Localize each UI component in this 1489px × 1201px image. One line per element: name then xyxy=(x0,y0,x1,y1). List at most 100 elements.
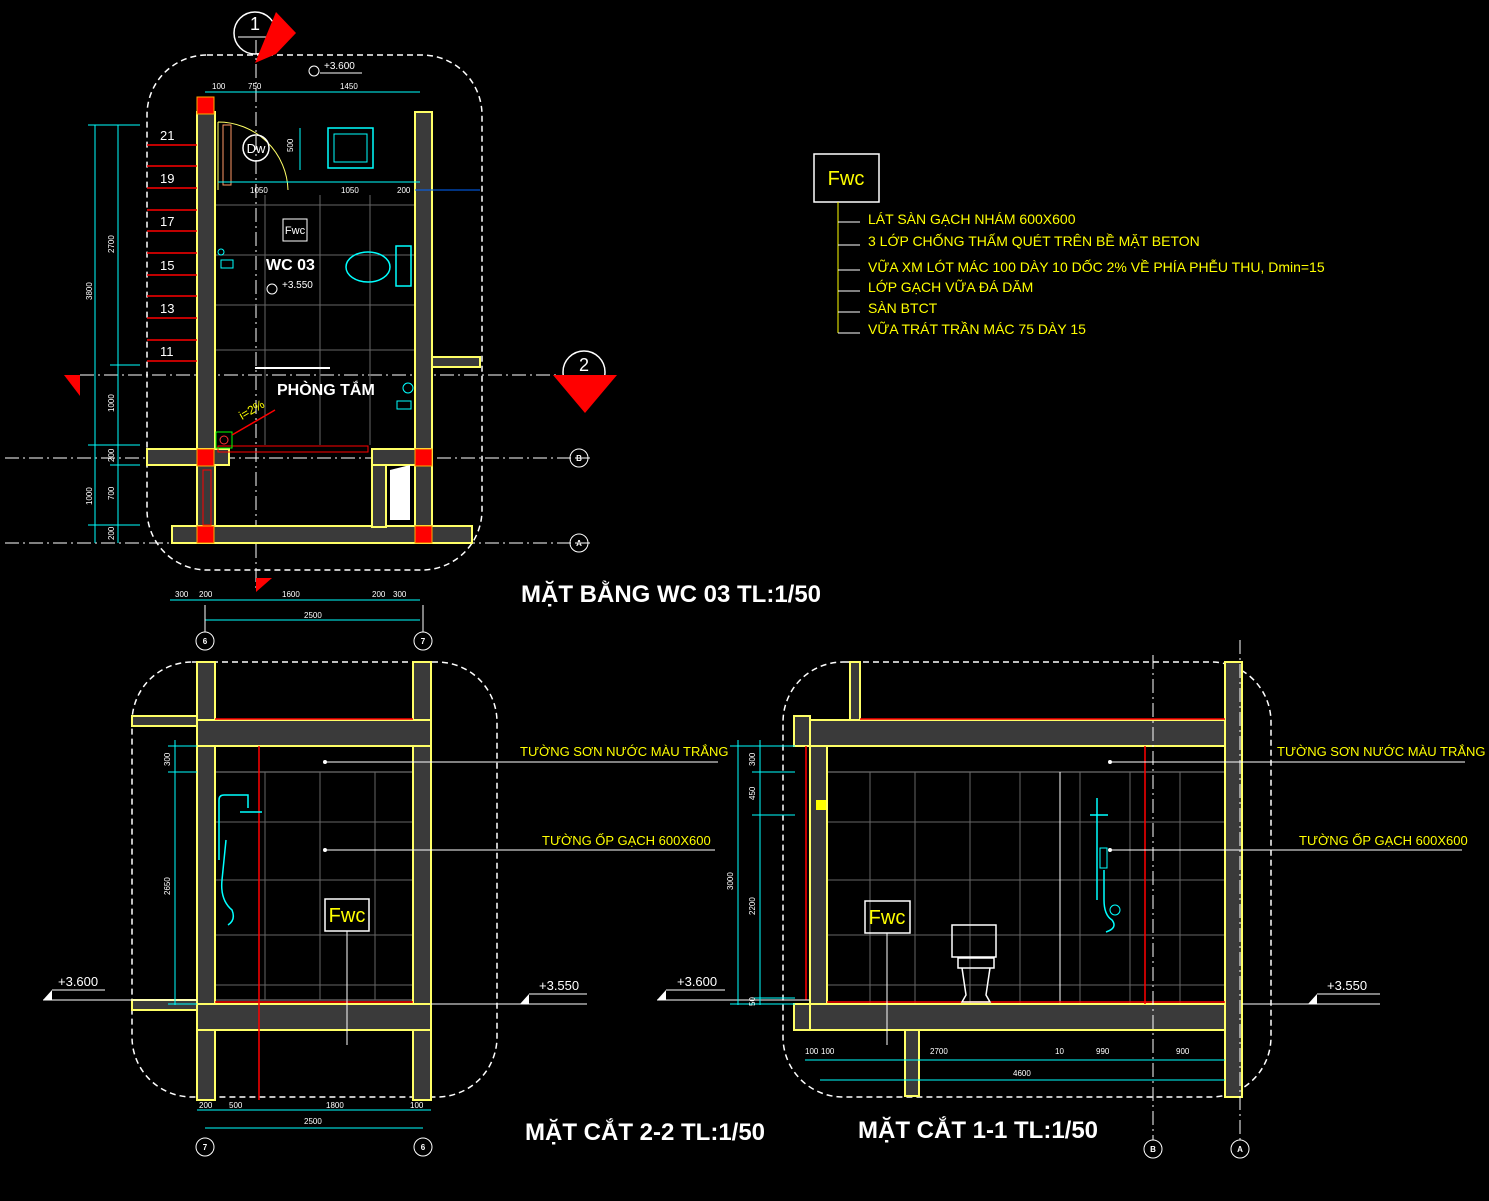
grid-bubble-6 xyxy=(413,1137,433,1157)
floor-legend: Fwc LÁT SÀN GẠCH NHÁM 600X600 3 LỚP CHỐN… xyxy=(813,153,1325,337)
level-triangle-icon xyxy=(1308,994,1317,1004)
section-11-beam-left xyxy=(793,715,811,747)
level-marker-icon xyxy=(308,65,320,77)
dim-text: 300 xyxy=(748,752,757,766)
legend-tag-box xyxy=(813,153,880,203)
dim-text: 1000 xyxy=(107,394,116,412)
section-11-level-left: +3.600 xyxy=(677,974,717,989)
dim-text: 750 xyxy=(248,82,262,91)
dim-text: 1000 xyxy=(85,487,94,505)
dim-text: 10 xyxy=(1055,1047,1064,1056)
dim-text: 50 xyxy=(748,997,757,1006)
dim-text: 100 xyxy=(821,1047,835,1056)
legend-item: SÀN BTCT xyxy=(868,300,938,316)
level-marker-icon xyxy=(266,283,278,295)
section-11-note-wall: TƯỜNG SƠN NƯỚC MÀU TRẮNG xyxy=(1277,744,1486,759)
wall-partition xyxy=(371,464,387,528)
legend-tag: Fwc xyxy=(828,168,865,190)
dim-text: 200 xyxy=(397,186,411,195)
room-name-bath: PHÒNG TẮM xyxy=(277,380,375,399)
shower-head-icon xyxy=(1099,847,1108,869)
faucet-icon xyxy=(217,248,225,256)
section-11-wall-left xyxy=(809,745,828,1005)
column xyxy=(414,448,433,467)
dim-text: 990 xyxy=(1096,1047,1110,1056)
toilet-icon xyxy=(345,251,391,283)
floor-drain-inner xyxy=(219,435,229,445)
fwc-tag-11-label: Fwc xyxy=(869,907,906,929)
dim-text: 2500 xyxy=(304,1117,322,1126)
section-22-floor-slab xyxy=(196,1003,432,1031)
dim-text: 1800 xyxy=(326,1101,344,1110)
section-arrow-1 xyxy=(255,12,296,63)
section-22-level-left: +3.600 xyxy=(58,974,98,989)
shower-fixture-icon xyxy=(396,400,412,410)
plan-title: MẶT BẰNG WC 03 TL:1/50 xyxy=(521,580,821,608)
level-triangle-icon xyxy=(520,994,529,1004)
stair-number: 11 xyxy=(160,344,174,359)
dim-text: 4600 xyxy=(1013,1069,1031,1078)
section-11-wall-below xyxy=(904,1029,920,1097)
section-11-title: MẶT CẮT 1-1 TL:1/50 xyxy=(858,1116,1098,1144)
window-frame xyxy=(202,469,212,526)
section-11-note-tile: TƯỜNG ỐP GẠCH 600X600 xyxy=(1299,833,1468,848)
column xyxy=(414,525,433,544)
grid-label: 6 xyxy=(421,1143,426,1152)
dim-text: 300 xyxy=(175,590,189,599)
dim-text: 100 xyxy=(805,1047,819,1056)
dim-text: 200 xyxy=(107,526,116,540)
grid-label-6: 6 xyxy=(203,637,208,646)
stair-number: 15 xyxy=(160,258,174,273)
dim-text: 3800 xyxy=(85,282,94,300)
section-11-wall-right xyxy=(1224,661,1243,1098)
dim-text: 2650 xyxy=(163,877,172,895)
slope-arrow xyxy=(231,409,276,436)
dim-text: 1050 xyxy=(250,186,268,195)
faucet-icon-2 xyxy=(220,259,234,269)
dim-text: 700 xyxy=(107,486,116,500)
grid-bubble-a xyxy=(1230,1139,1250,1159)
grid-bubble-6 xyxy=(195,631,215,651)
legend-item: VỮA TRÁT TRẦN MÁC 75 DÀY 15 xyxy=(868,321,1086,337)
wall-bottom-left xyxy=(146,448,230,466)
column xyxy=(196,448,215,467)
dim-text: 300 xyxy=(163,752,172,766)
dim-text: 1050 xyxy=(341,186,359,195)
dim-text: 200 xyxy=(199,590,213,599)
column xyxy=(196,96,215,115)
column xyxy=(196,525,215,544)
dim-text: 2700 xyxy=(107,235,116,253)
grid-bubble-7 xyxy=(195,1137,215,1157)
window-marker xyxy=(816,800,826,810)
section-22-slab-left xyxy=(131,715,198,727)
level-triangle-icon xyxy=(657,990,666,1000)
dim-text: 500 xyxy=(286,138,295,152)
toilet-bowl-icon xyxy=(960,967,992,1003)
floor-drain-icon xyxy=(215,431,233,449)
toilet-seat-icon xyxy=(957,957,995,969)
section-arrow-1-bottom xyxy=(256,578,272,592)
grid-label: B xyxy=(1150,1145,1156,1154)
grid-label-7: 7 xyxy=(421,637,426,646)
section-22-note-wall: TƯỜNG SƠN NƯỚC MÀU TRẮNG xyxy=(520,744,729,759)
room-name: WC 03 xyxy=(266,257,315,274)
wall-tiles xyxy=(214,771,414,1001)
shower-head-icon xyxy=(218,794,249,860)
level-triangle-icon xyxy=(43,990,52,1000)
wall-left xyxy=(196,111,216,543)
towel-rail xyxy=(222,124,232,186)
section-mark-1-label: 1 xyxy=(250,14,260,34)
fwc-tag-plan xyxy=(282,218,308,242)
slope-label: i=2% xyxy=(237,397,268,423)
dim-text: 1450 xyxy=(340,82,358,91)
grid-label: 7 xyxy=(203,1143,208,1152)
section-arrow-2 xyxy=(553,375,617,413)
section-11-ceiling-slab xyxy=(809,719,1226,747)
grid-bubble-b xyxy=(569,448,589,468)
grid-label: A xyxy=(1237,1145,1243,1154)
dim-text: 200 xyxy=(372,590,386,599)
dw-symbol xyxy=(242,134,270,162)
dim-text: 1600 xyxy=(282,590,300,599)
section-22-boundary xyxy=(131,661,498,1098)
legend-item: VỮA XM LÓT MÁC 100 DÀY 10 DỐC 2% VỀ PHÍA… xyxy=(868,258,1325,275)
